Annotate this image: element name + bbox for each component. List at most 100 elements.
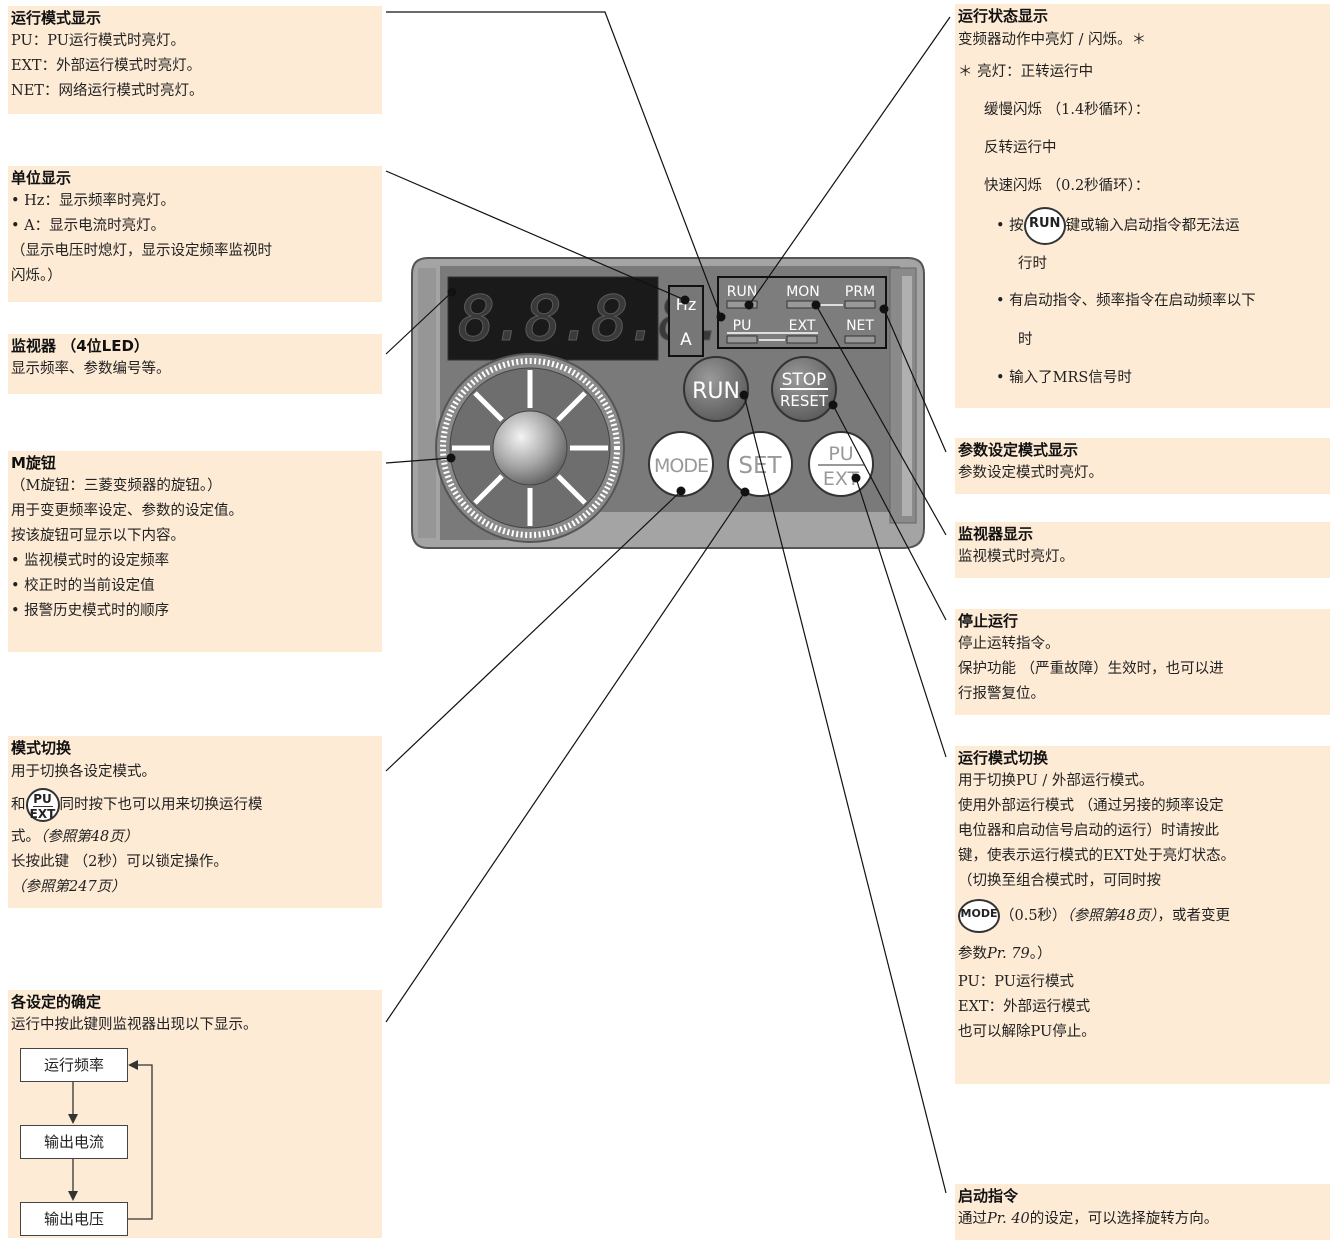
callout-op-mode-switch: 运行模式切换 用于切换PU / 外部运行模式。 使用外部运行模式 （通过另接的频… xyxy=(955,746,1330,1084)
page-reference: （参照第247页） xyxy=(11,879,126,895)
panel-side-left xyxy=(418,268,436,538)
callout-line: 通过Pr. 40的设定，可以选择旋转方向。 xyxy=(958,1207,1327,1232)
set-button[interactable]: SET xyxy=(727,431,793,497)
param-reference: Pr. 79 xyxy=(987,946,1030,962)
callout-line: 行报警复位。 xyxy=(958,686,1045,702)
callout-run-mode-display: 运行模式显示 PU：PU运行模式时亮灯。 EXT：外部运行模式时亮灯。 NET：… xyxy=(8,6,382,114)
callout-title: 停止运行 xyxy=(958,612,1019,630)
callout-text: 同时按下也可以用来切换运行模 xyxy=(59,797,263,813)
m-dial[interactable] xyxy=(435,353,625,543)
callout-line: 保护功能 （严重故障）生效时，也可以进 xyxy=(958,661,1224,677)
callout-line: 和 PU EXT 同时按下也可以用来切换运行模 xyxy=(11,785,379,825)
callout-line: • 监视模式时的设定频率 xyxy=(11,553,170,569)
callout-title: 模式切换 xyxy=(11,739,72,757)
callout-line: 参数设定模式时亮灯。 xyxy=(958,465,1103,481)
panel-side-right-inner xyxy=(902,276,912,516)
callout-monitor-display: 监视器显示 监视模式时亮灯。 xyxy=(955,522,1330,578)
callout-title: 单位显示 xyxy=(11,169,72,187)
led-net xyxy=(844,335,876,344)
callout-m-dial: M旋钮 （M旋钮：三菱变频器的旋钮。） 用于变更频率设定、参数的设定值。 按该旋… xyxy=(8,451,382,652)
callout-text: • 按 xyxy=(996,218,1024,234)
callout-line: 缓慢闪烁 （1.4秒循环）： xyxy=(984,102,1150,118)
callout-title: 监视器 （4位LED） xyxy=(11,337,149,355)
ext-key-label: EXT xyxy=(29,807,56,821)
indicator-net-label: NET xyxy=(846,318,874,334)
mode-button[interactable]: MODE xyxy=(648,431,714,497)
callout-param-mode: 参数设定模式显示 参数设定模式时亮灯。 xyxy=(955,438,1330,494)
pu-ext-button[interactable]: PU EXT xyxy=(808,431,874,497)
callout-line: PU：PU运行模式 xyxy=(958,974,1074,990)
page-reference: （参照第48页） xyxy=(40,829,139,845)
callout-text: 的设定，可以选择旋转方向。 xyxy=(1029,1211,1219,1227)
mode-key-icon: MODE xyxy=(958,899,1000,933)
callout-line: • Hz：显示频率时亮灯。 xyxy=(11,193,175,209)
run-button[interactable]: RUN xyxy=(683,356,749,422)
callout-title: 各设定的确定 xyxy=(11,993,102,1011)
callout-text: 和 xyxy=(11,797,26,813)
callout-line: 长按此键 （2秒）可以锁定操作。 xyxy=(11,854,228,870)
callout-run-status: 运行状态显示 变频器动作中亮灯 / 闪烁。＊ ＊ 亮灯：正转运行中 缓慢闪烁 （… xyxy=(955,4,1330,408)
callout-line: • A：显示电流时亮灯。 xyxy=(11,218,166,234)
callout-title: 运行模式切换 xyxy=(958,749,1049,767)
callout-line: NET：网络运行模式时亮灯。 xyxy=(11,83,204,99)
callout-text: （0.5秒） xyxy=(1000,908,1067,924)
callout-line: 参数Pr. 79。） xyxy=(958,938,1327,970)
callout-monitor: 监视器 （4位LED） 显示频率、参数编号等。 xyxy=(8,334,382,394)
run-button-label: RUN xyxy=(692,379,740,404)
callout-unit-display: 单位显示 • Hz：显示频率时亮灯。 • A：显示电流时亮灯。 （显示电压时熄灯… xyxy=(8,166,382,302)
callout-line: MODE（0.5秒）（参照第48页），或者变更 xyxy=(958,894,1327,938)
callout-line: （显示电压时熄灯，显示设定频率监视时 xyxy=(11,243,272,259)
callout-text: 。） xyxy=(1029,946,1052,962)
ext-button-label: EXT xyxy=(823,468,860,490)
callout-line: • 报警历史模式时的顺序 xyxy=(11,603,170,619)
callout-mode-switch: 模式切换 用于切换各设定模式。 和 PU EXT 同时按下也可以用来切换运行模 … xyxy=(8,736,382,908)
callout-line: 也可以解除PU停止。 xyxy=(958,1024,1096,1040)
callout-line: （M旋钮：三菱变频器的旋钮。） xyxy=(11,478,222,494)
mode-button-label: MODE xyxy=(654,455,708,477)
led-mon xyxy=(786,300,818,309)
callout-line: 监视模式时亮灯。 xyxy=(958,549,1074,565)
callout-line: 用于切换PU / 外部运行模式。 xyxy=(958,773,1154,789)
callout-line: 电位器和启动信号启动的运行）时请按此 xyxy=(958,823,1219,839)
callout-start-command: 启动指令 通过Pr. 40的设定，可以选择旋转方向。 xyxy=(955,1184,1330,1240)
callout-line: 显示频率、参数编号等。 xyxy=(11,361,171,377)
page-reference: （参照第48页） xyxy=(1066,908,1158,924)
flow-arrows xyxy=(68,1060,153,1220)
callout-line: • 输入了MRS信号时 xyxy=(996,370,1132,386)
callout-title: 运行状态显示 xyxy=(958,7,1049,25)
stop-reset-button[interactable]: STOP RESET xyxy=(771,356,837,422)
indicator-mon-label: MON xyxy=(786,284,820,300)
callout-line: EXT：外部运行模式 xyxy=(958,999,1091,1015)
indicator-run-label: RUN xyxy=(727,284,757,300)
callout-line: 行时 xyxy=(1018,256,1047,272)
flow-step-run-frequency: 运行频率 xyxy=(20,1048,128,1082)
callout-text: 键或输入启动指令都无法运 xyxy=(1065,218,1240,234)
callout-title: 运行模式显示 xyxy=(11,9,102,27)
callout-line: 快速闪烁 （0.2秒循环）： xyxy=(984,178,1150,194)
pu-key-label: PU xyxy=(32,792,53,807)
set-button-label: SET xyxy=(738,453,782,479)
callout-line: 闪烁。） xyxy=(11,268,62,284)
callout-text: 式。 xyxy=(11,829,40,845)
callout-line: 使用外部运行模式 （通过另接的频率设定 xyxy=(958,798,1224,814)
callout-title: M旋钮 xyxy=(11,454,56,472)
callout-line: ＊ 亮灯：正转运行中 xyxy=(958,64,1094,80)
callout-line: 按该旋钮可显示以下内容。 xyxy=(11,528,185,544)
led-prm xyxy=(844,300,876,309)
indicator-ext-label: EXT xyxy=(789,318,816,334)
led-run xyxy=(726,300,758,309)
callout-line: PU：PU运行模式时亮灯。 xyxy=(11,33,185,49)
callout-text: 参数 xyxy=(958,946,987,962)
unit-hz-label: Hz xyxy=(676,295,696,314)
callout-text: ，或者变更 xyxy=(1157,908,1231,924)
callout-line: （切换至组合模式时，可同时按 xyxy=(958,873,1161,889)
flow-step-output-voltage: 输出电压 xyxy=(20,1202,128,1236)
pu-ext-key-icon: PU EXT xyxy=(25,788,60,822)
param-reference: Pr. 40 xyxy=(987,1211,1030,1227)
callout-line: 变频器动作中亮灯 / 闪烁。＊ xyxy=(958,32,1147,48)
callout-line: 反转运行中 xyxy=(984,140,1057,156)
callout-line: 式。（参照第48页） xyxy=(11,825,379,850)
flow-step-output-current: 输出电流 xyxy=(20,1125,128,1159)
